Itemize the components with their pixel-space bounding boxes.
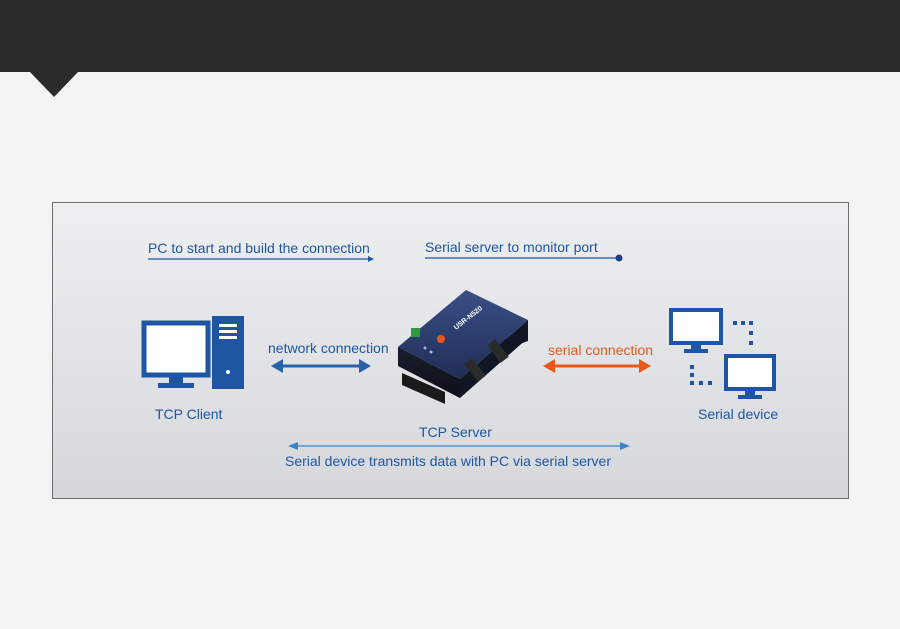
header-notch bbox=[29, 71, 79, 97]
monitor-port-label: Serial server to monitor port bbox=[425, 239, 598, 255]
serial-device-label: Serial device bbox=[698, 406, 779, 422]
start-connection-label: PC to start and build the connection bbox=[148, 240, 370, 256]
monitor-icon bbox=[669, 308, 723, 353]
monitor-underline bbox=[425, 254, 623, 262]
header-bar bbox=[0, 0, 900, 72]
link-dots bbox=[690, 321, 753, 385]
serial-connection-label: serial connection bbox=[548, 342, 654, 358]
tcp-client-label: TCP Client bbox=[155, 406, 223, 422]
network-connection-label: network connection bbox=[268, 340, 389, 356]
monitor-icon bbox=[724, 354, 776, 399]
network-arrow bbox=[271, 359, 371, 373]
transmit-label: Serial device transmits data with PC via… bbox=[285, 453, 612, 469]
start-underline bbox=[148, 256, 374, 262]
computer-icon bbox=[141, 316, 244, 389]
serial-arrow bbox=[543, 359, 651, 373]
tcp-server-label: TCP Server bbox=[419, 424, 492, 440]
transmit-arrow bbox=[288, 442, 630, 450]
serial-server-device bbox=[398, 290, 528, 404]
